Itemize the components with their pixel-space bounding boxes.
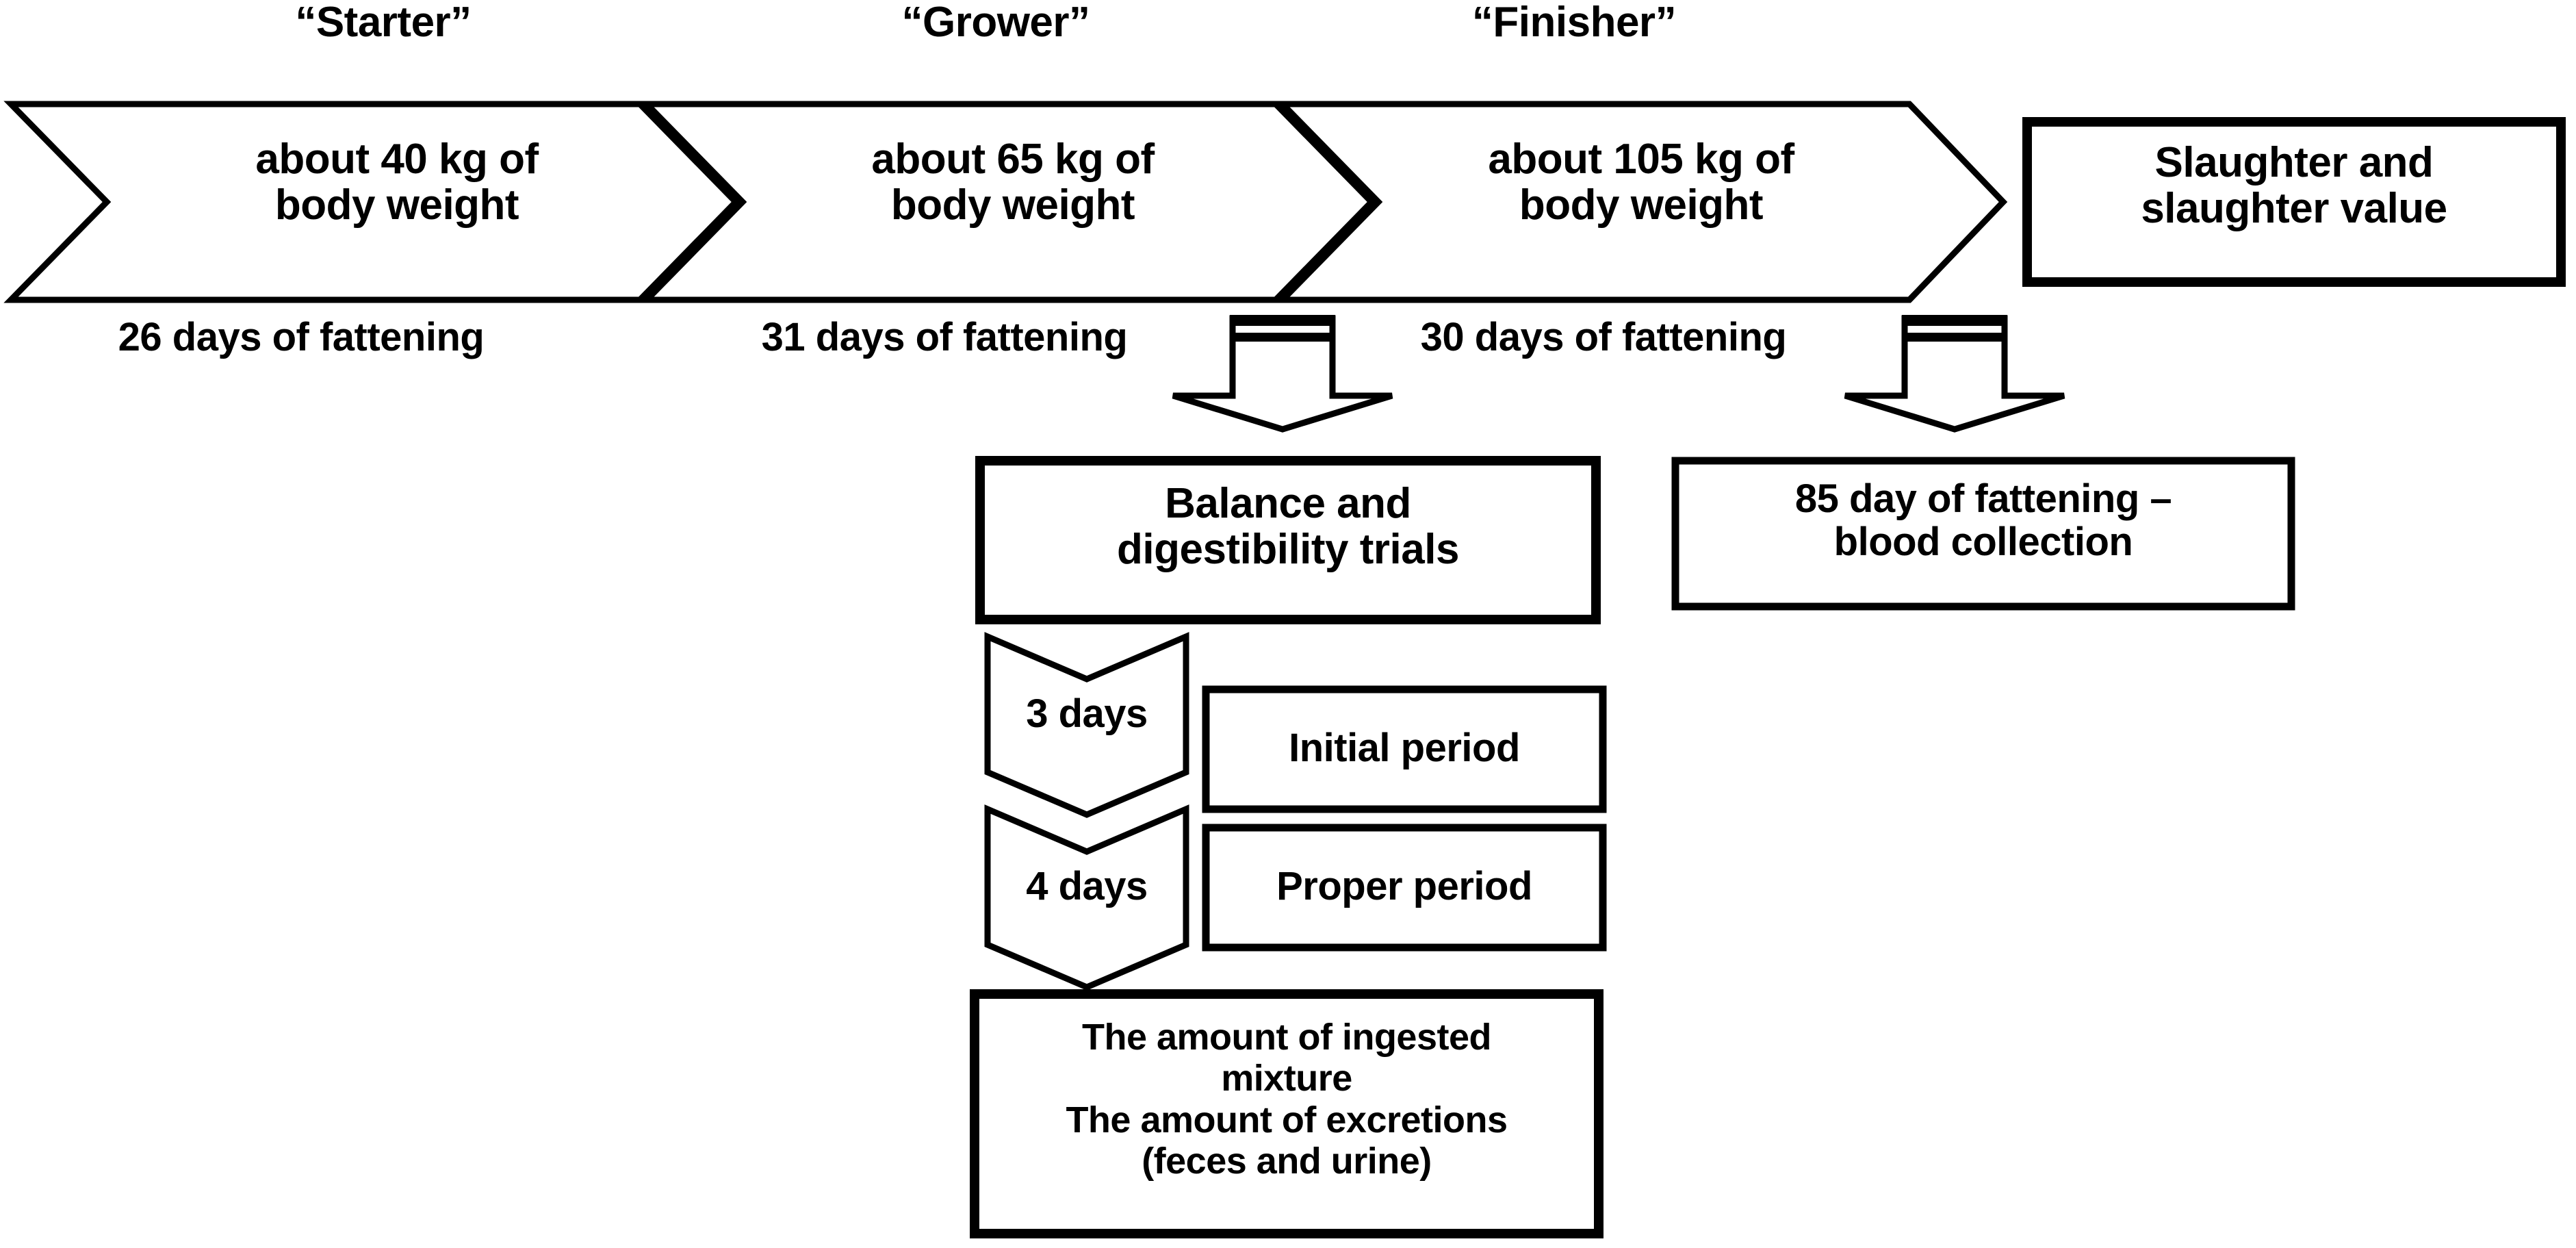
days-label-finisher: 30 days of fattening — [1420, 315, 1787, 359]
initial-period-box-outline — [1202, 685, 1607, 813]
proper-period-label: Proper period — [1276, 864, 1532, 908]
blood-box-outline — [1671, 457, 2295, 611]
duration-4-days: 4 days — [1026, 864, 1148, 908]
balance-box-label: Balance and digestibility trials — [1117, 480, 1459, 573]
stage-title-finisher: “Finisher” — [1471, 0, 1677, 46]
days-label-grower: 31 days of fattening — [761, 315, 1128, 359]
chevron-finisher — [1275, 101, 2008, 303]
days-label-starter: 26 days of fattening — [118, 315, 485, 359]
slaughter-box-label: Slaughter and slaughter value — [2141, 139, 2447, 232]
down-arrow-blood-cap — [1902, 315, 2007, 326]
initial-period-label: Initial period — [1289, 726, 1520, 770]
down-arrow-balance — [1172, 315, 1393, 433]
stage-body-grower: about 65 kg of body weight — [871, 136, 1155, 229]
slaughter-box-outline — [2022, 117, 2566, 287]
chevron-3-days — [984, 632, 1189, 818]
proper-period-box-outline — [1202, 824, 1607, 952]
chevron-starter — [3, 101, 740, 303]
measurements-box-label: The amount of ingested mixture The amoun… — [1066, 1017, 1508, 1182]
down-arrow-blood — [1844, 315, 2065, 433]
stage-title-starter: “Starter” — [295, 0, 472, 46]
chevron-4-days — [984, 804, 1189, 991]
stage-body-starter: about 40 kg of body weight — [255, 136, 539, 229]
down-arrow-blood-cap2 — [1902, 333, 2007, 342]
down-arrow-balance-cap — [1230, 315, 1335, 326]
measurements-box-outline — [970, 989, 1603, 1238]
duration-3-days: 3 days — [1026, 691, 1148, 736]
stage-body-finisher: about 105 kg of body weight — [1488, 136, 1794, 229]
chevron-grower — [639, 101, 1376, 303]
blood-box-label: 85 day of fattening – blood collection — [1794, 476, 2172, 564]
balance-box-outline — [975, 456, 1601, 624]
down-arrow-balance-cap2 — [1230, 333, 1335, 342]
stage-title-grower: “Grower” — [901, 0, 1090, 46]
